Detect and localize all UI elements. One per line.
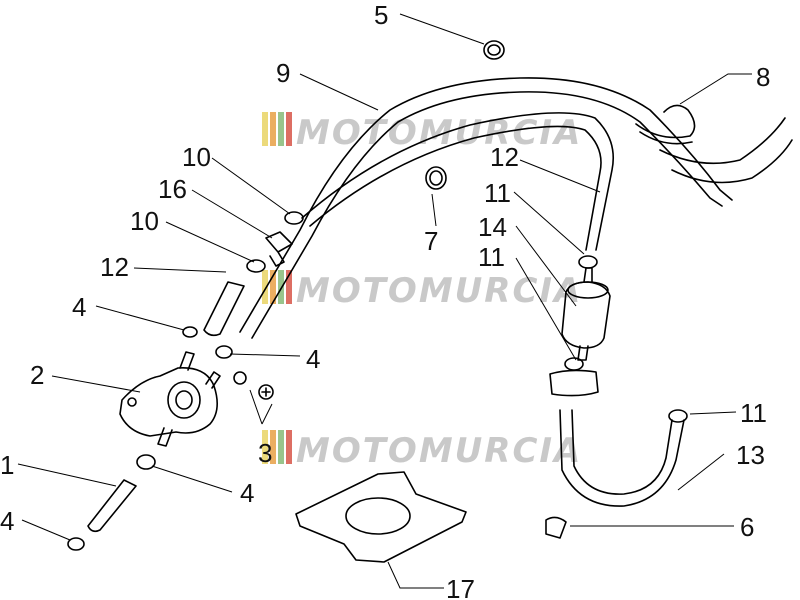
watermark-text: MOTOMURCIA [296,271,582,311]
callout-10-upper: 10 [182,142,211,172]
callout-16: 16 [158,174,187,204]
fuel-pump-2 [119,351,221,447]
callout-4-upper-right: 4 [306,344,320,374]
hose-end-8 [659,117,793,184]
callout-13: 13 [736,440,765,470]
callout-4-bottom: 4 [0,506,14,536]
filter-bracket [549,369,599,397]
hose-9 [239,77,733,339]
clamp-11-upper [578,255,598,269]
clip-6 [545,516,567,539]
callout-3: 3 [258,438,272,468]
leader-lines [17,13,752,589]
callout-17: 17 [446,574,475,600]
clamp-4-lower [136,454,156,470]
fitting-16 [265,231,293,267]
clamp-4-bottom [67,537,85,551]
callout-7: 7 [424,226,438,256]
clamp-5 [483,40,505,60]
clamp-4-upper-right [215,345,233,359]
clamp-11-lower [564,357,584,371]
callout-4-upper-left: 4 [72,292,86,322]
callout-4-lower: 4 [240,478,254,508]
callout-1: 1 [0,450,14,480]
hose-12-upper [301,112,614,251]
callout-11-right: 11 [740,398,767,428]
clamp-10-lower [246,259,266,273]
clamp-10-upper [284,211,304,225]
callout-12-upper: 12 [490,142,519,172]
callout-labels: 5 9 8 12 10 16 10 12 4 4 2 3 1 4 4 7 11 … [0,0,770,600]
pad-17 [295,471,467,563]
hose-13 [559,409,685,507]
screws-3 [233,371,274,400]
callout-11-middle: 11 [478,242,505,272]
callout-5: 5 [374,0,388,30]
fuel-filter-14 [561,267,611,361]
clamp-8 [635,104,696,145]
callout-6: 6 [740,512,754,542]
watermark-top: MOTOMURCIA [262,112,582,153]
watermark-bottom: MOTOMURCIA [262,430,582,471]
clamp-4-upper-left [182,326,198,338]
callout-9: 9 [276,58,290,88]
callout-8: 8 [756,62,770,92]
watermark-text: MOTOMURCIA [296,431,582,471]
hose-12-lower [203,281,245,337]
callout-11-upper: 11 [484,178,511,208]
clamp-7 [425,166,447,190]
callout-14: 14 [478,212,507,242]
watermark-middle: MOTOMURCIA [262,270,582,311]
clamp-11-right [668,409,688,423]
watermark-text: MOTOMURCIA [296,113,582,153]
callout-2: 2 [30,360,44,390]
hose-1 [87,479,137,533]
callout-12-lower: 12 [100,252,129,282]
callout-10-lower: 10 [130,206,159,236]
